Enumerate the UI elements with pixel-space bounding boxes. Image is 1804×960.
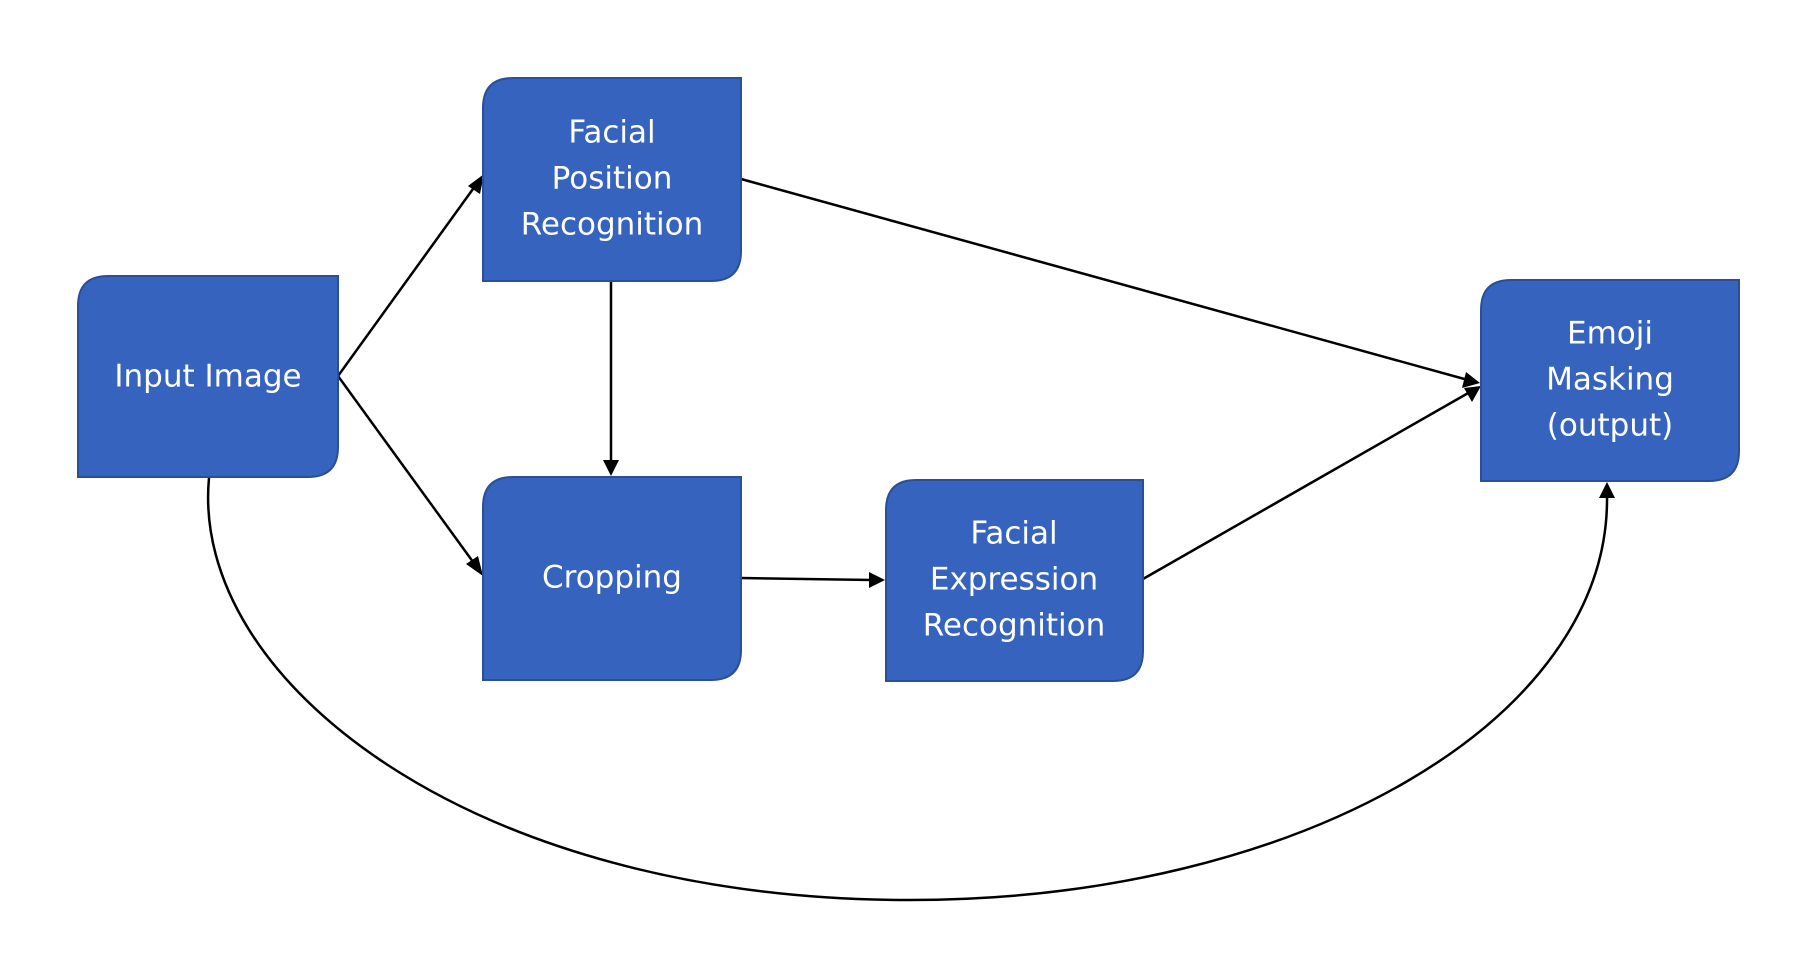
- edge-input-to-cropping: [336, 375, 478, 567]
- node-emoji-masking-label-line-1: Emoji: [1567, 316, 1653, 352]
- edge-facial-position-to-emoji: [740, 177, 1469, 382]
- node-facial-expression-label-line-2: Expression: [930, 562, 1098, 598]
- arrowhead-cropping-from-input: [466, 556, 483, 576]
- node-input-image-box: [77, 275, 339, 478]
- node-facial-position-label-line-3: Recognition: [521, 207, 704, 243]
- arrowhead-facial-position: [468, 174, 484, 194]
- edge-input-to-emoji-curve: [206, 477, 1609, 902]
- node-emoji-masking-output: Emoji Masking (output): [1480, 279, 1740, 482]
- arrowhead-emoji-from-expression: [1464, 386, 1481, 402]
- node-facial-expression-label-line-1: Facial: [970, 516, 1057, 552]
- edge-input-to-facial-position: [336, 181, 480, 377]
- arrowhead-facial-expression: [869, 572, 885, 588]
- node-facial-position-label-line-2: Position: [552, 161, 673, 197]
- node-emoji-masking-label-line-2: Masking: [1546, 362, 1674, 398]
- node-facial-position-box: [482, 77, 742, 282]
- node-input-image-label: Input Image: [114, 359, 301, 395]
- edge-facial-expression-to-emoji: [1142, 390, 1471, 581]
- edges: [206, 174, 1615, 902]
- node-facial-position-recognition: Facial Position Recognition: [482, 77, 742, 282]
- arrowhead-emoji-from-position: [1462, 372, 1480, 388]
- node-facial-position-label-line-1: Facial: [568, 115, 655, 151]
- node-cropping: Cropping: [482, 476, 742, 681]
- node-cropping-box: [482, 476, 742, 681]
- node-facial-expression-recognition: Facial Expression Recognition: [885, 479, 1144, 682]
- node-facial-expression-box: [885, 479, 1144, 682]
- arrowhead-emoji-from-input: [1599, 482, 1615, 498]
- arrowhead-cropping-from-position: [603, 460, 619, 476]
- node-facial-expression-label-line-3: Recognition: [923, 608, 1106, 644]
- node-emoji-masking-label-line-3: (output): [1547, 408, 1673, 444]
- node-cropping-label: Cropping: [542, 560, 682, 596]
- node-emoji-masking-box: [1480, 279, 1740, 482]
- edge-cropping-to-facial-expression: [740, 576, 873, 582]
- node-input-image: Input Image: [77, 275, 339, 478]
